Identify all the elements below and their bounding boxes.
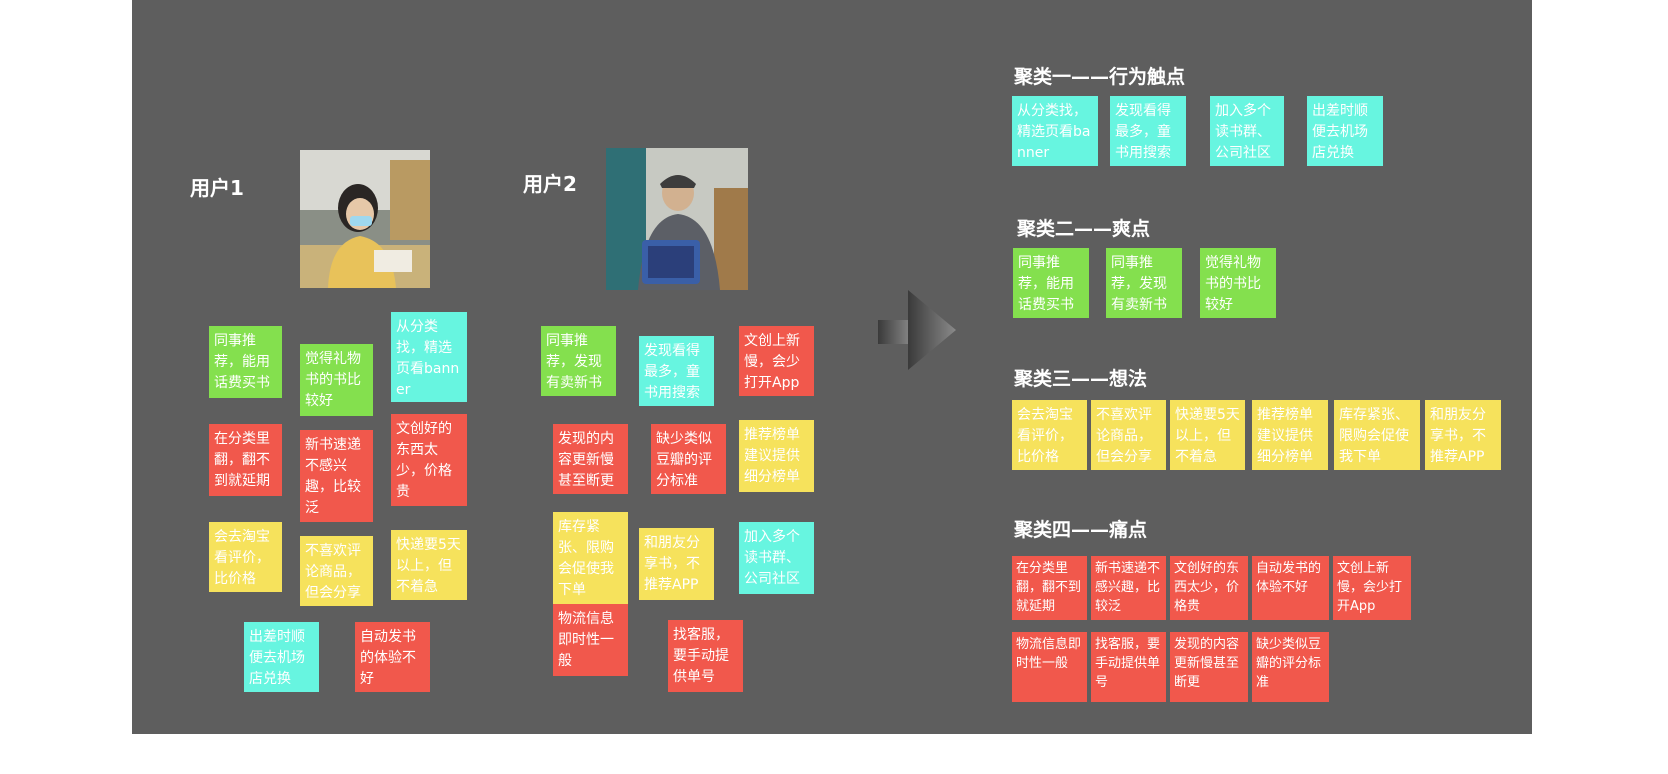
cluster-1-note: 加入多个读书群、公司社区 [1210,96,1284,166]
arrow-right-icon [878,290,956,370]
user2-note-9: 加入多个读书群、公司社区 [739,522,814,594]
user2-note-4: 发现的内容更新慢甚至断更 [553,424,628,494]
cluster-3-note: 快递要5天以上，但不着急 [1170,400,1245,470]
user1-note-10: 出差时顺便去机场店兑换 [244,622,319,692]
cluster-4-note: 找客服，要手动提供单号 [1091,632,1166,702]
user2-note-11: 找客服，要手动提供单号 [668,620,743,692]
user2-note-6: 推荐榜单建议提供细分榜单 [739,420,814,492]
user1-note-9: 快递要5天以上，但不着急 [391,530,467,600]
cluster-1-title: 聚类一——行为触点 [1014,62,1185,89]
user1-note-6: 文创好的东西太少，价格贵 [391,414,467,506]
user2-note-5: 缺少类似豆瓣的评分标准 [651,424,726,494]
cluster-1-note: 出差时顺便去机场店兑换 [1307,96,1383,166]
cluster-4-note: 物流信息即时性一般 [1012,632,1087,702]
user1-note-7: 会去淘宝看评价，比价格 [209,522,282,592]
cluster-3-note: 和朋友分享书，不推荐APP [1425,400,1501,470]
cluster-4-note: 新书速递不感兴趣，比较泛 [1091,556,1166,620]
user1-note-11: 自动发书的体验不好 [355,622,430,692]
user2-note-8: 和朋友分享书，不推荐APP [639,528,714,600]
cluster-3-note: 不喜欢评论商品，但会分享 [1091,400,1166,470]
user2-note-7: 库存紧张、限购会促使我下单 [553,512,628,604]
user2-photo [606,148,748,290]
user2-note-1: 同事推荐，发现有卖新书 [541,326,616,396]
user1-note-1: 同事推荐，能用话费买书 [209,326,282,398]
user2-note-2: 发现看得最多，童书用搜索 [639,336,714,406]
cluster-4-note: 发现的内容更新慢甚至断更 [1170,632,1248,702]
user2-note-3: 文创上新慢，会少打开App [739,326,814,396]
cluster-2-note: 同事推荐，能用话费买书 [1013,248,1089,318]
user2-label: 用户2 [523,168,577,197]
cluster-4-note: 文创上新慢，会少打开App [1333,556,1411,620]
user1-note-2: 觉得礼物书的书比较好 [300,344,373,416]
user1-note-3: 从分类找，精选页看banner [391,312,467,402]
cluster-1-note: 发现看得最多，童书用搜索 [1110,96,1186,166]
cluster-4-title: 聚类四——痛点 [1014,515,1147,542]
cluster-2-note: 同事推荐，发现有卖新书 [1106,248,1182,318]
cluster-2-note: 觉得礼物书的书比较好 [1200,248,1276,318]
user1-note-4: 在分类里翻，翻不到就延期 [209,424,282,496]
cluster-4-note: 文创好的东西太少，价格贵 [1170,556,1248,620]
user1-note-8: 不喜欢评论商品，但会分享 [300,536,373,606]
user1-photo [300,150,430,288]
cluster-4-note: 在分类里翻，翻不到就延期 [1012,556,1087,620]
cluster-4-note: 自动发书的体验不好 [1252,556,1329,620]
cluster-1-note: 从分类找，精选页看banner [1012,96,1098,166]
cluster-3-title: 聚类三——想法 [1014,364,1147,391]
cluster-3-note: 库存紧张、限购会促使我下单 [1334,400,1420,470]
cluster-4-note: 缺少类似豆瓣的评分标准 [1252,632,1329,702]
cluster-2-title: 聚类二——爽点 [1017,214,1150,241]
cluster-3-note: 推荐榜单建议提供细分榜单 [1252,400,1328,470]
user2-note-10: 物流信息即时性一般 [553,604,628,676]
user1-note-5: 新书速递不感兴趣，比较泛 [300,430,373,522]
cluster-3-note: 会去淘宝看评价，比价格 [1012,400,1087,470]
user1-label: 用户1 [190,172,244,201]
